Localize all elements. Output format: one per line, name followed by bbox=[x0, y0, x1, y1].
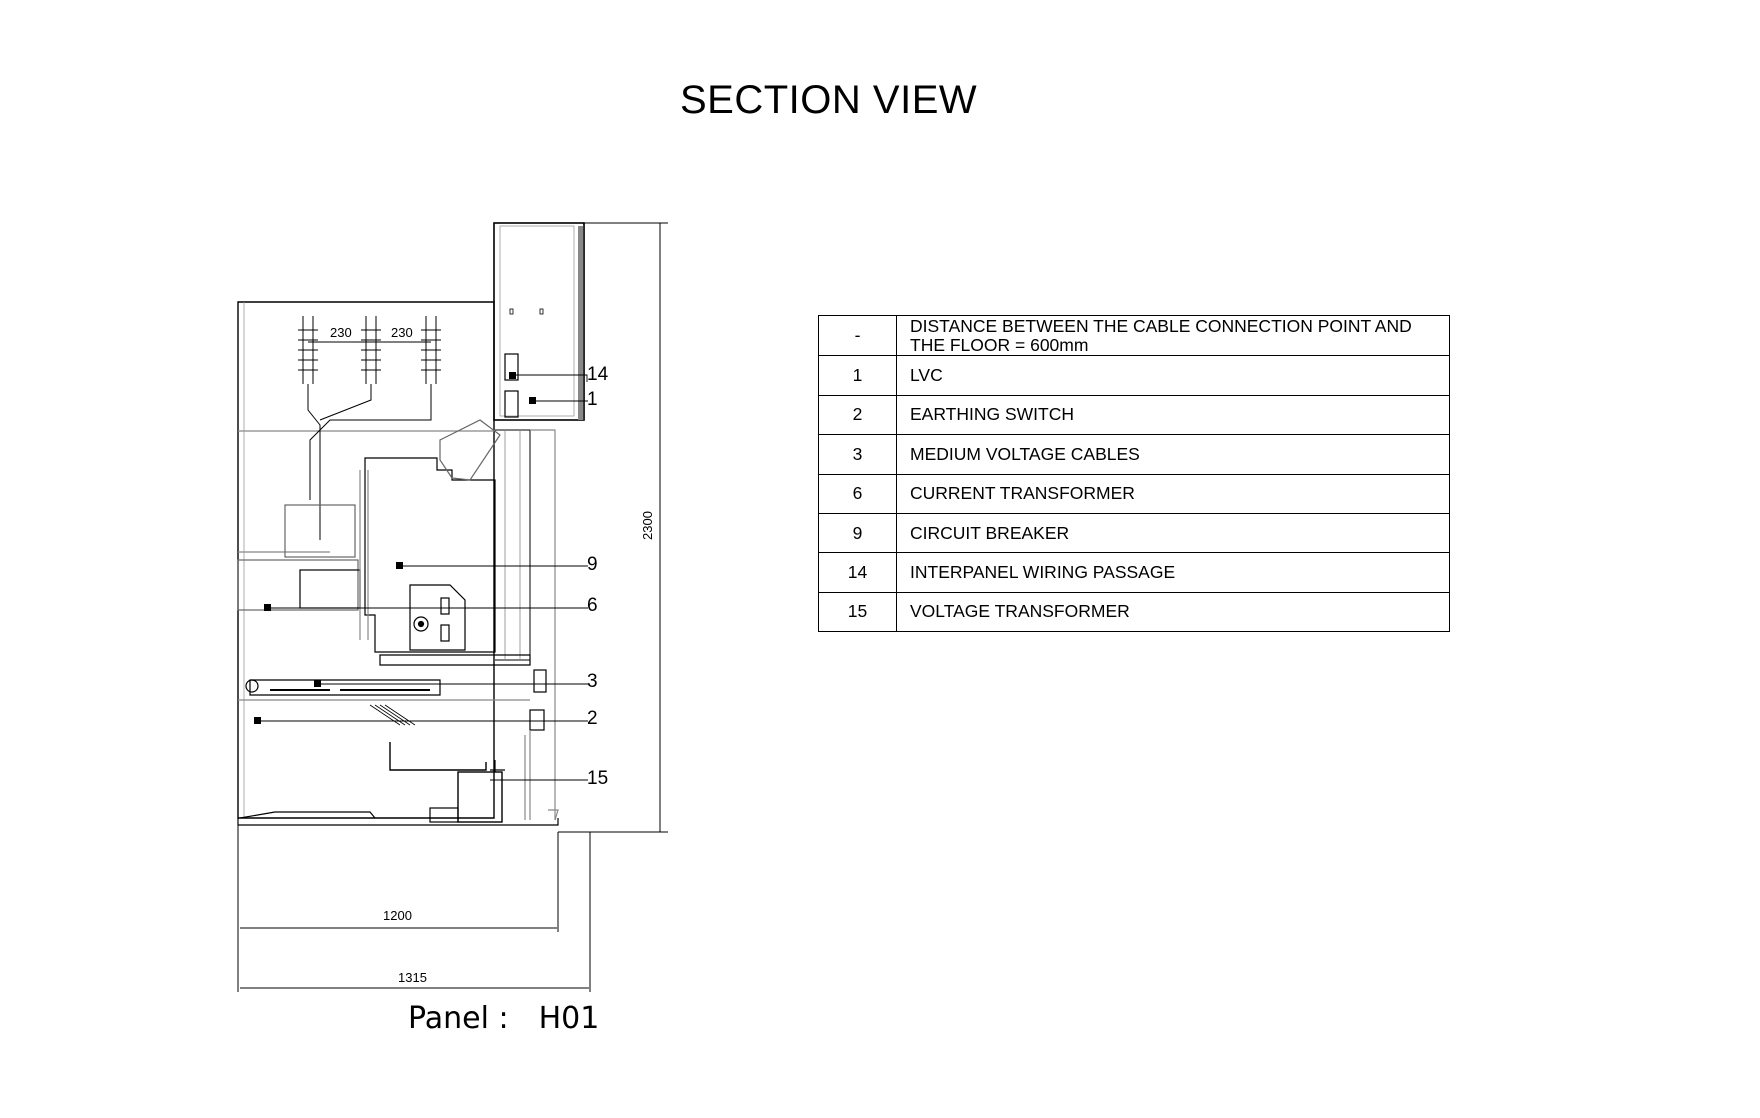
dim-2300-line bbox=[558, 222, 668, 833]
legend-row: - DISTANCE BETWEEN THE CABLE CONNECTION … bbox=[818, 314, 1450, 357]
callout-markers bbox=[254, 372, 536, 724]
legend-table: - DISTANCE BETWEEN THE CABLE CONNECTION … bbox=[818, 314, 1450, 633]
withdrawable-truck bbox=[379, 429, 559, 821]
circuit-breaker-body bbox=[237, 419, 501, 653]
dim-depth-lines bbox=[237, 825, 591, 992]
legend-num: 15 bbox=[818, 591, 897, 633]
dim-label-1315: 1315 bbox=[398, 970, 427, 985]
callout-3: 3 bbox=[587, 671, 598, 692]
legend-num: 1 bbox=[818, 355, 897, 396]
callout-6: 6 bbox=[587, 595, 598, 616]
dim-label-2300: 2300 bbox=[640, 511, 655, 540]
mv-cable-earthing-assembly bbox=[238, 669, 547, 820]
busbar-insulators bbox=[298, 316, 441, 540]
panel-label-prefix: Panel : bbox=[408, 1001, 509, 1036]
legend-desc: INTERPANEL WIRING PASSAGE bbox=[896, 552, 1450, 593]
legend-row: 1 LVC bbox=[818, 355, 1450, 396]
legend-num: 2 bbox=[818, 394, 897, 436]
legend-num: - bbox=[818, 314, 897, 357]
callout-2: 2 bbox=[587, 708, 598, 729]
legend-desc: VOLTAGE TRANSFORMER bbox=[896, 591, 1450, 633]
legend-num: 6 bbox=[818, 473, 897, 514]
legend-desc: EARTHING SWITCH bbox=[896, 394, 1450, 436]
legend-row: 15 VOLTAGE TRANSFORMER bbox=[818, 591, 1450, 633]
legend-desc: CURRENT TRANSFORMER bbox=[896, 473, 1450, 514]
voltage-transformer bbox=[239, 760, 505, 823]
legend-row: 9 CIRCUIT BREAKER bbox=[818, 512, 1450, 554]
callout-14: 14 bbox=[587, 364, 609, 385]
panel-id: H01 bbox=[538, 1001, 600, 1036]
legend-desc: LVC bbox=[896, 355, 1450, 396]
dim-label-1200: 1200 bbox=[383, 908, 412, 923]
callout-1: 1 bbox=[587, 389, 598, 410]
current-transformer bbox=[409, 584, 466, 651]
legend-row: 3 MEDIUM VOLTAGE CABLES bbox=[818, 434, 1450, 475]
panel-label: Panel : H01 bbox=[408, 1001, 599, 1036]
legend-row: 14 INTERPANEL WIRING PASSAGE bbox=[818, 552, 1450, 593]
legend-desc: CIRCUIT BREAKER bbox=[896, 512, 1450, 554]
legend-row: 6 CURRENT TRANSFORMER bbox=[818, 473, 1450, 514]
callout-9: 9 bbox=[587, 554, 598, 575]
legend-desc: MEDIUM VOLTAGE CABLES bbox=[896, 434, 1450, 475]
legend-num: 9 bbox=[818, 512, 897, 554]
legend-num: 3 bbox=[818, 434, 897, 475]
panel-outline bbox=[237, 301, 559, 826]
legend-desc: DISTANCE BETWEEN THE CABLE CONNECTION PO… bbox=[896, 314, 1450, 357]
legend-num: 14 bbox=[818, 552, 897, 593]
dim-label-230-a: 230 bbox=[330, 325, 352, 340]
legend-row: 2 EARTHING SWITCH bbox=[818, 394, 1450, 436]
lvc-compartment bbox=[493, 222, 585, 421]
callout-15: 15 bbox=[587, 768, 608, 789]
page-title: SECTION VIEW bbox=[680, 78, 978, 122]
dim-label-230-b: 230 bbox=[391, 325, 413, 340]
callout-leaders bbox=[258, 374, 588, 781]
